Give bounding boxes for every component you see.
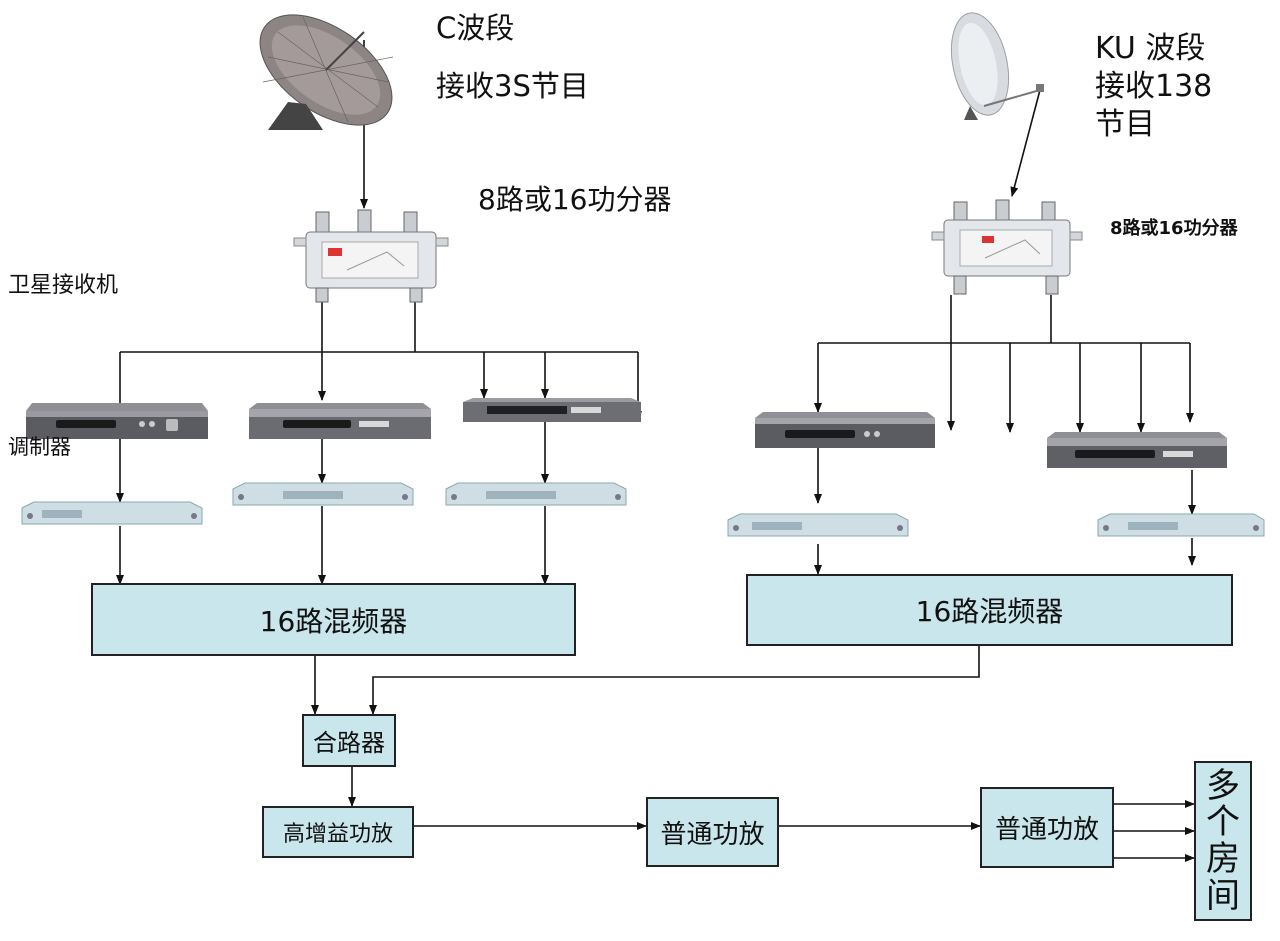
ku-band-programs-label-2: 节目 xyxy=(1095,107,1155,142)
power-splitter-left-icon xyxy=(293,209,449,303)
c-band-dish-icon xyxy=(259,14,394,130)
rooms-char-3: 房 xyxy=(1206,839,1240,879)
rooms-box: 多 个 房 间 xyxy=(1194,761,1252,921)
ku-band-label: KU 波段 xyxy=(1095,31,1206,66)
modulator-label: 调制器 xyxy=(8,435,71,459)
ku-band-dish-icon xyxy=(950,12,1044,120)
c-band-label: C波段 xyxy=(436,11,515,45)
splitter-right-label: 8路或16功分器 xyxy=(1110,218,1238,239)
power-splitter-right-icon xyxy=(931,199,1083,295)
amp-box-2: 普通功放 xyxy=(980,787,1114,868)
amp-box-1: 普通功放 xyxy=(646,797,779,867)
ku-band-programs-label: 接收138 xyxy=(1095,69,1213,104)
receiver-left-1-icon xyxy=(26,403,208,439)
receiver-left-3-icon xyxy=(463,398,641,422)
combiner-box: 合路器 xyxy=(302,714,396,767)
modulator-right-2-icon xyxy=(1097,513,1265,537)
rooms-char-4: 间 xyxy=(1206,875,1240,916)
rooms-char-2: 个 xyxy=(1206,802,1240,843)
mixer-left-box: 16路混频器 xyxy=(91,583,576,656)
satellite-receiver-label: 卫星接收机 xyxy=(8,273,119,298)
modulator-right-1-icon xyxy=(727,513,909,537)
splitter-left-label: 8路或16功分器 xyxy=(478,183,672,216)
mixer-right-box: 16路混频器 xyxy=(746,574,1233,646)
receiver-right-1-icon xyxy=(755,412,935,448)
rooms-char-1: 多 xyxy=(1206,765,1240,806)
high-gain-amp-box: 高增益功放 xyxy=(262,806,414,858)
c-band-programs-label: 接收3S节目 xyxy=(436,69,589,103)
modulator-left-3-icon xyxy=(445,482,627,506)
modulator-left-2-icon xyxy=(232,482,414,506)
receiver-left-2-icon xyxy=(249,403,431,439)
modulator-left-1-icon xyxy=(21,501,203,525)
receiver-right-2-icon xyxy=(1047,432,1227,468)
